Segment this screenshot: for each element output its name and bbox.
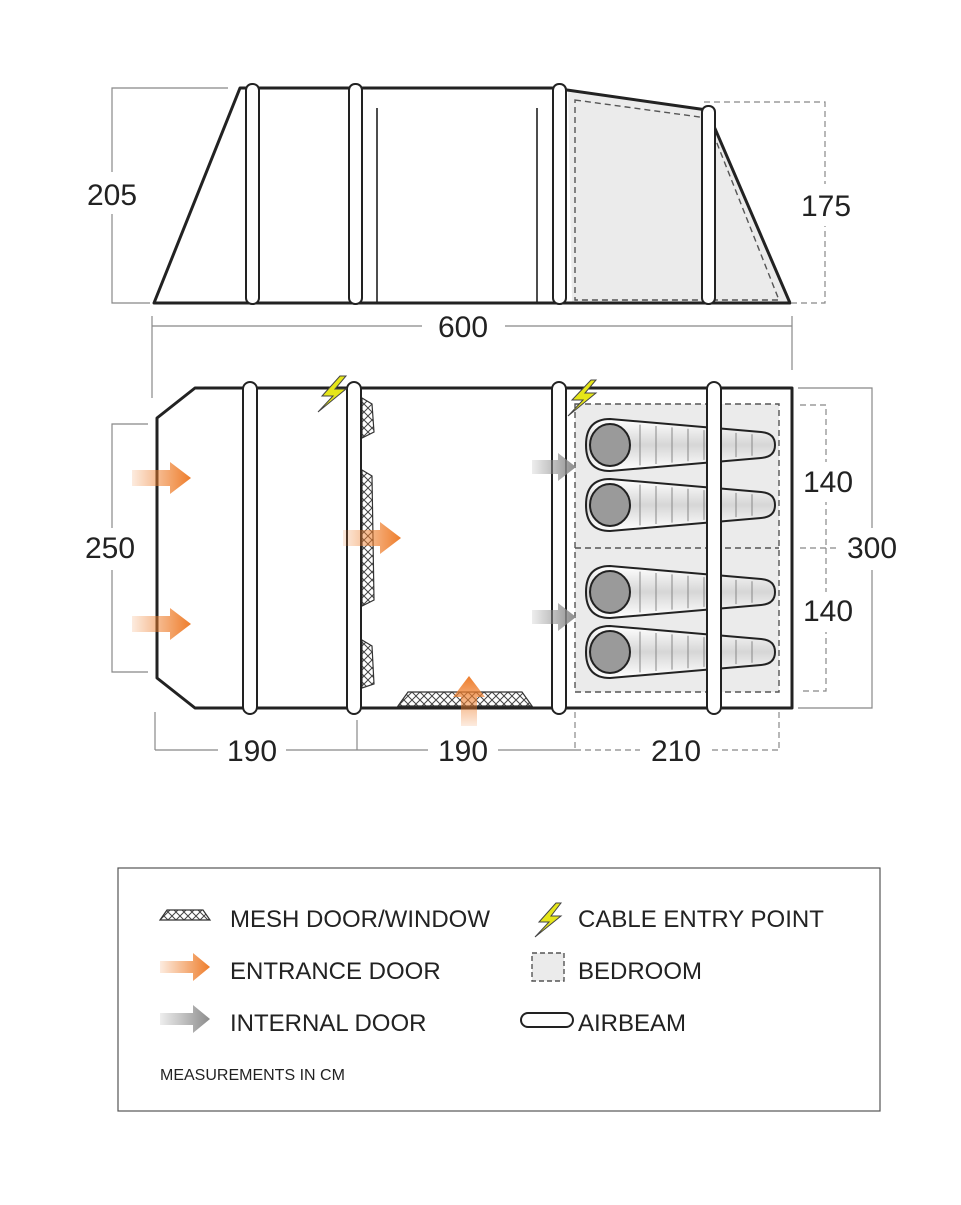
entrance-arrow: [453, 676, 485, 726]
dim-bedroom-length: 210: [651, 735, 701, 768]
lightning-bolt-icon: [534, 902, 563, 938]
legend-box: [117, 867, 881, 1112]
mesh-panel: [361, 638, 375, 689]
side-airbeam: [701, 105, 716, 305]
legend-note: MEASUREMENTS IN CM: [160, 1067, 345, 1084]
side-airbeam: [348, 83, 363, 305]
legend-entrance-label: ENTRANCE DOOR: [230, 958, 441, 985]
plan-airbeam: [242, 381, 258, 715]
side-airbeam: [245, 83, 260, 305]
dim-total-length: 600: [438, 311, 488, 344]
entrance-arrow: [132, 462, 191, 494]
mesh-panel: [361, 396, 375, 439]
legend-bedroom-label: BEDROOM: [578, 958, 702, 985]
dim-height-main: 205: [87, 179, 137, 212]
entrance-arrow: [343, 522, 401, 554]
legend-airbeam-label: AIRBEAM: [578, 1010, 686, 1037]
plan-outline: [155, 386, 794, 710]
side-airbeam: [552, 83, 567, 305]
dim-front-length: 190: [227, 735, 277, 768]
sleeping-bag: [584, 417, 777, 473]
plan-view: 250 300 140 140 190 190 210: [78, 375, 906, 768]
mesh-pattern-icon: [158, 909, 212, 921]
legend-mesh-label: MESH DOOR/WINDOW: [230, 906, 490, 933]
capsule-icon: [520, 1012, 574, 1028]
sleeping-bag: [584, 564, 777, 620]
dim-bedroom-top: 140: [803, 466, 853, 499]
legend-internal-label: INTERNAL DOOR: [230, 1010, 426, 1037]
plan-airbeam: [551, 381, 567, 715]
plan-airbeam: [706, 381, 722, 715]
plan-airbeam: [346, 381, 362, 715]
dim-width-front: 250: [85, 532, 135, 565]
internal-arrow: [532, 603, 576, 631]
side-elevation: 205 175 600: [78, 83, 860, 398]
cable-entry-icon: [317, 375, 348, 413]
dim-height-rear: 175: [801, 190, 851, 223]
internal-arrow: [532, 453, 576, 481]
legend-cable-label: CABLE ENTRY POINT: [578, 906, 824, 933]
sleeping-bag: [584, 624, 777, 680]
dim-line-140-bottom: [800, 548, 827, 692]
dim-middle-length: 190: [438, 735, 488, 768]
dim-bedroom-bottom: 140: [803, 595, 853, 628]
sleeping-bag: [584, 477, 777, 533]
legend: MESH DOOR/WINDOW ENTRANCE DOOR INTERNAL …: [117, 867, 881, 1112]
grey-arrow-icon: [160, 1005, 210, 1033]
orange-arrow-icon: [160, 953, 210, 981]
entrance-arrow: [132, 608, 191, 640]
dashed-square-icon: [531, 952, 565, 982]
side-bedroom-area: [568, 92, 789, 303]
cable-entry-icon: [567, 379, 598, 417]
side-outline: [152, 86, 792, 305]
dim-width-total: 300: [847, 532, 897, 565]
sleeping-bags: [584, 417, 777, 680]
